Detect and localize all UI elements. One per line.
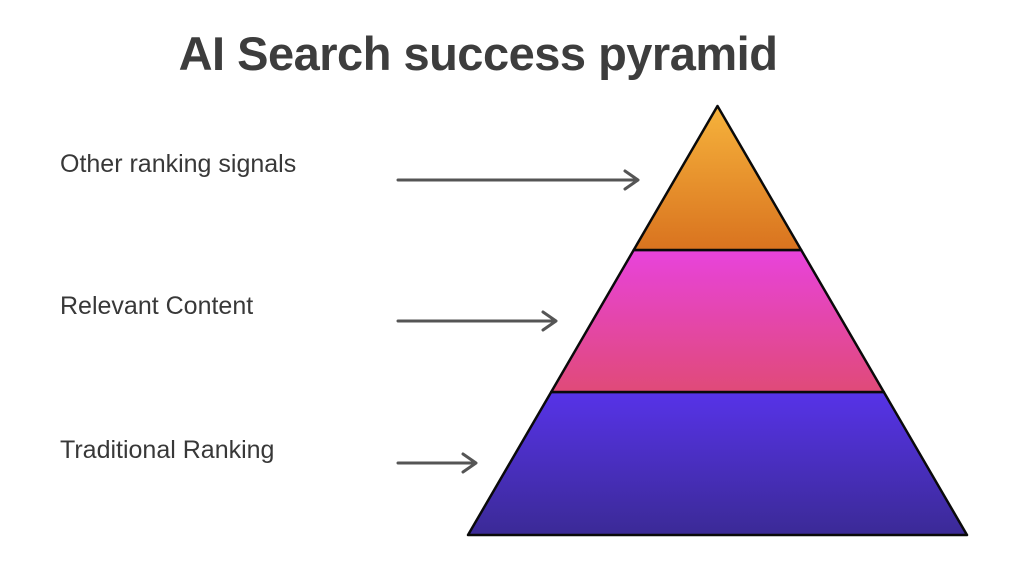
- arrow-to-other-ranking-signals: [396, 169, 640, 191]
- diagram-title: AI Search success pyramid: [178, 27, 778, 80]
- pyramid-tier-traditional-ranking: [466, 390, 969, 537]
- pyramid-tier-relevant-content: [549, 248, 886, 394]
- level-label-traditional-ranking: Traditional Ranking: [60, 436, 275, 464]
- pyramid-tier-other-ranking-signals: [632, 104, 803, 252]
- level-label-other-ranking-signals: Other ranking signals: [60, 150, 297, 178]
- level-label-relevant-content: Relevant Content: [60, 292, 254, 320]
- arrow-to-relevant-content: [396, 310, 558, 332]
- arrow-to-traditional-ranking: [396, 452, 478, 474]
